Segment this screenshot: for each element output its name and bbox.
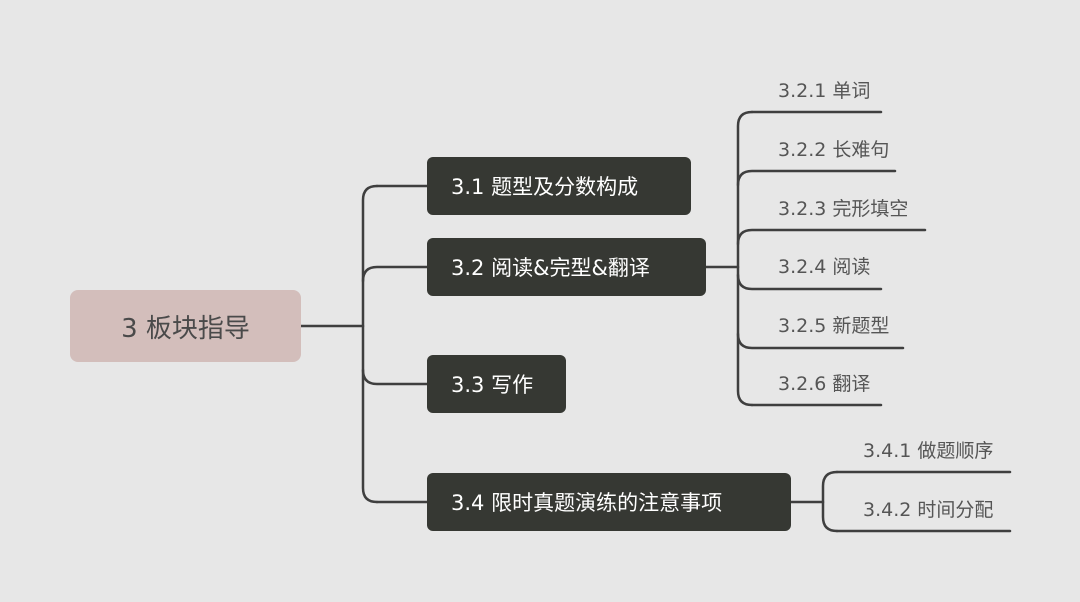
branch-label: 3.3 写作 xyxy=(451,373,534,397)
leaf-label: 3.2.5 新题型 xyxy=(778,314,890,337)
sub-trunk-3-4 xyxy=(821,470,839,533)
leaf-underline-3-2-2 xyxy=(736,169,897,187)
branch-node-3-2[interactable]: 3.2 阅读&完型&翻译 xyxy=(427,238,706,296)
leaf-label: 3.4.1 做题顺序 xyxy=(863,439,994,462)
branch-connector-3-3 xyxy=(361,368,429,386)
branch-label: 3.2 阅读&完型&翻译 xyxy=(451,256,650,280)
branch-node-3-4[interactable]: 3.4 限时真题演练的注意事项 xyxy=(427,473,791,531)
branch-label: 3.4 限时真题演练的注意事项 xyxy=(451,491,723,515)
branch-node-3-1[interactable]: 3.1 题型及分数构成 xyxy=(427,157,691,215)
leaf-node-3-2-1[interactable]: 3.2.1 单词 xyxy=(778,74,870,104)
leaf-label: 3.2.1 单词 xyxy=(778,79,871,102)
leaf-node-3-4-1[interactable]: 3.4.1 做题顺序 xyxy=(863,434,993,464)
leaf-node-3-2-6[interactable]: 3.2.6 翻译 xyxy=(778,367,870,397)
branch-node-3-3[interactable]: 3.3 写作 xyxy=(427,355,566,413)
leaf-underline-3-2-5 xyxy=(736,332,905,350)
leaf-label: 3.2.4 阅读 xyxy=(778,255,871,278)
main-trunk xyxy=(361,184,379,504)
branch-connector-3-2 xyxy=(361,265,429,283)
root-label: 3 板块指导 xyxy=(121,313,250,344)
branch-label: 3.1 题型及分数构成 xyxy=(451,175,639,199)
leaf-label: 3.2.2 长难句 xyxy=(778,138,890,161)
leaf-node-3-2-2[interactable]: 3.2.2 长难句 xyxy=(778,133,889,163)
leaf-node-3-4-2[interactable]: 3.4.2 时间分配 xyxy=(863,493,993,523)
leaf-node-3-2-3[interactable]: 3.2.3 完形填空 xyxy=(778,192,908,222)
leaf-underline-3-2-4 xyxy=(736,273,883,291)
root-node[interactable]: 3 板块指导 xyxy=(70,290,301,362)
leaf-label: 3.2.6 翻译 xyxy=(778,372,871,395)
leaf-label: 3.2.3 完形填空 xyxy=(778,197,909,220)
leaf-node-3-2-5[interactable]: 3.2.5 新题型 xyxy=(778,309,889,339)
sub-trunk-3-2 xyxy=(736,110,754,407)
leaf-label: 3.4.2 时间分配 xyxy=(863,498,994,521)
leaf-node-3-2-4[interactable]: 3.2.4 阅读 xyxy=(778,250,870,280)
leaf-underline-3-2-3 xyxy=(736,228,927,246)
